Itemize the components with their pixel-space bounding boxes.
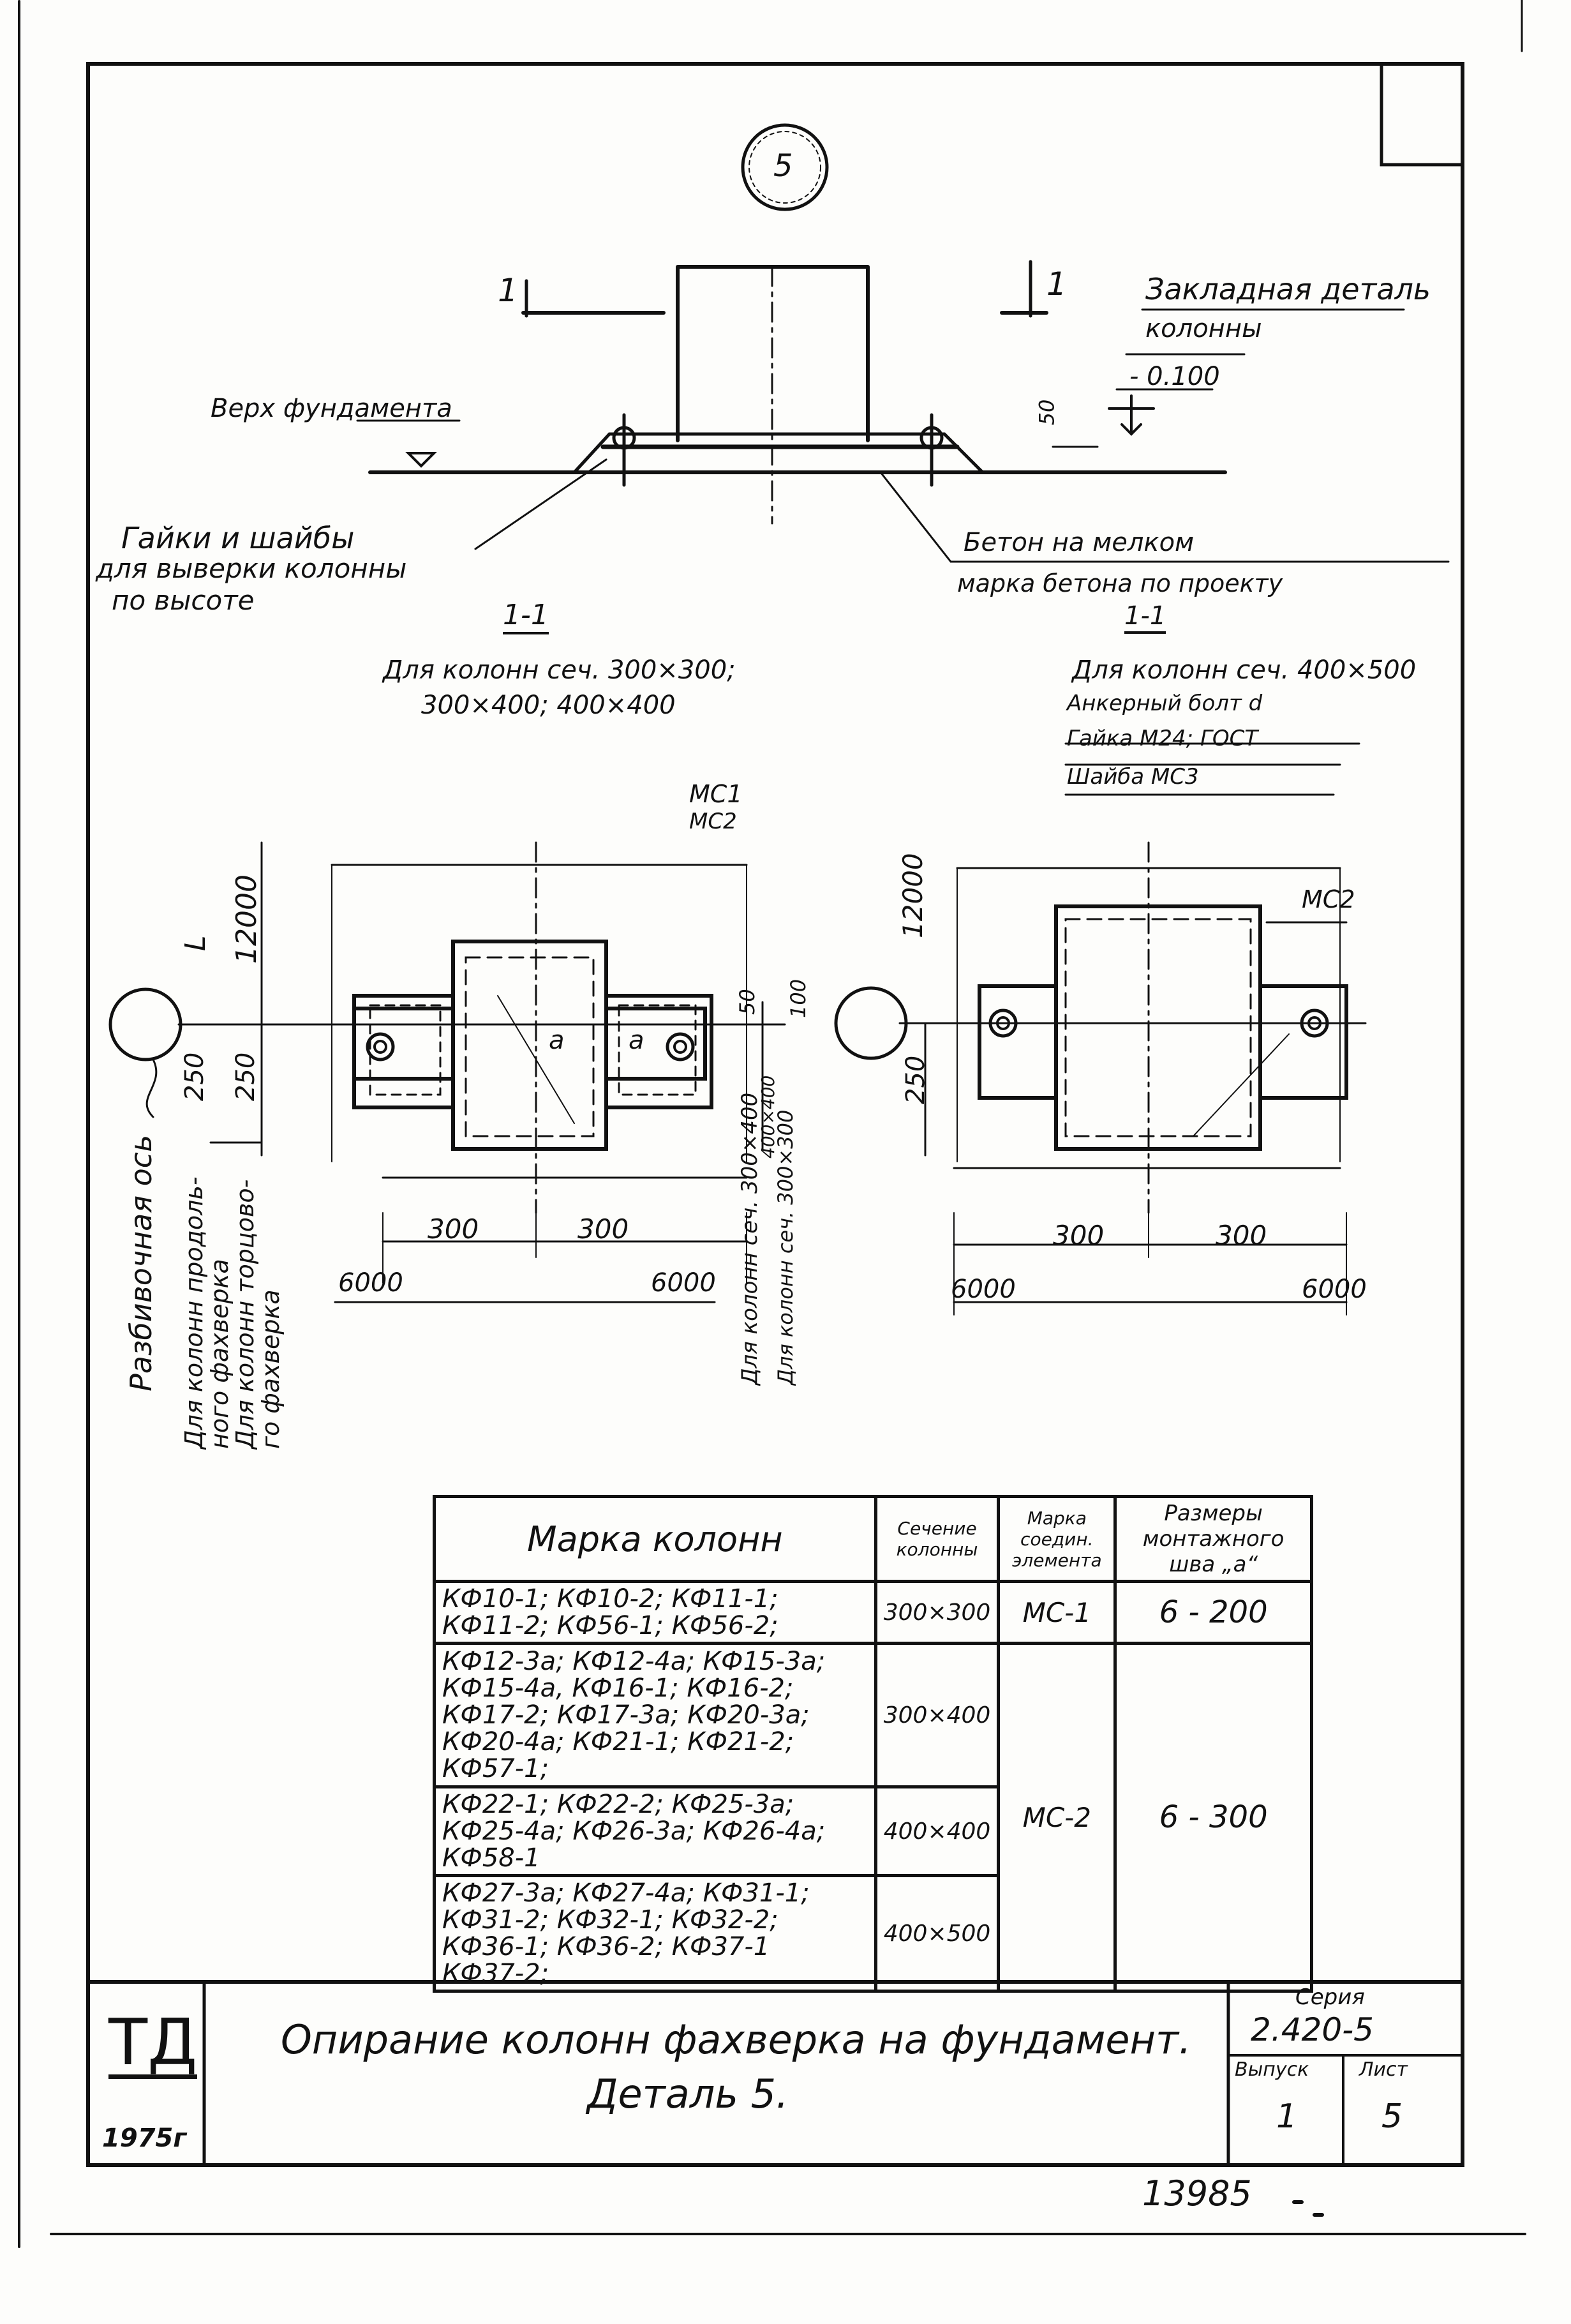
header-connector: Марка соедин. элемента [997,1495,1117,1583]
table-row: КФ27-3а; КФ27-4а; КФ31-1; КФ31-2; КФ32-1… [433,1874,1312,1993]
axis-note-1: Для колонн продоль- [180,1176,208,1449]
axis-label: Разбивочная ось [124,1134,158,1391]
row2-weld: 6 - 300 [1113,1642,1313,1993]
left-mc-bottom: МС2 [689,809,737,834]
left-section-label: 1-1 [503,601,549,634]
sheet-frame [86,62,1464,2167]
right-dim-300b: 300 [1216,1220,1267,1251]
left-caption-2: 300×400; 400×400 [421,691,676,720]
axis-note-4: го фахверка [257,1289,285,1449]
concrete-note-1: Бетон на мелком [964,528,1195,557]
row1-marks: КФ10-1; КФ10-2; КФ11-1; КФ11-2; КФ56-1; … [433,1580,877,1645]
left-dim-50: 50 [735,989,759,1015]
row3-section: 400×400 [874,1785,1001,1877]
row2-section: 300×400 [874,1642,1001,1788]
foundation-top-label: Верх фундамента [211,394,452,423]
right-caption: Для колонн сеч. 400×500 [1072,656,1417,685]
series-number: 2.420-5 [1251,2011,1374,2048]
left-dim-6000a: 6000 [338,1268,403,1298]
row1-connector: МС-1 [997,1580,1117,1645]
row2-marks: КФ12-3а; КФ12-4а; КФ15-3а; КФ15-4а, КФ16… [433,1642,877,1788]
left-plan-drawing [108,841,786,1303]
right-dim-6000a: 6000 [951,1275,1016,1304]
dim-50-elevation: 50 [1034,399,1059,426]
left-dim-12000: 12000 [230,874,263,964]
embedded-part-subtitle: колонны [1145,314,1262,343]
axis-circle-left [108,987,182,1061]
row4-marks: КФ27-3а; КФ27-4а; КФ31-1; КФ31-2; КФ32-1… [433,1874,877,1993]
left-dim-300b: 300 [577,1213,629,1245]
series-label: Серия [1295,1984,1365,2010]
right-dim-300a: 300 [1053,1220,1105,1251]
drawing-title-1: Опирание колонн фахверка на фундамент. [281,2016,1191,2063]
nuts-note-2: для выверки колонны [96,553,407,584]
left-label-a2: а [629,1026,644,1055]
right-mc: МС2 [1302,885,1355,913]
row1-weld: 6 - 200 [1113,1580,1313,1645]
level-mark: - 0.100 [1129,362,1220,391]
left-caption-1: Для колонн сеч. 300×300; [383,656,736,685]
axis-note-2: ного фахверка [205,1259,234,1449]
row1-section: 300×300 [874,1580,1001,1645]
left-dim-100: 100 [786,978,810,1018]
header-section: Сечение колонны [874,1495,1001,1583]
detail-circle [741,123,829,211]
row3-marks: КФ22-1; КФ22-2; КФ25-3а; КФ25-4а; КФ26-3… [433,1785,877,1877]
axis-note-3: Для колонн торцово- [231,1179,259,1449]
right-plan-drawing [834,742,1367,1316]
left-col-sec-alt: 400×400 [757,1075,778,1158]
header-weld: Размеры монтажного шва „а“ [1113,1495,1313,1583]
doc-number: 13985 [1142,2173,1252,2214]
header-mark: Марка колонн [433,1495,877,1583]
right-dim-6000b: 6000 [1302,1275,1367,1304]
sheet-number: 5 [1381,2097,1403,2136]
right-anchor-3: Шайба МС3 [1067,764,1199,790]
detail-number: 5 [773,148,793,184]
row2-connector: МС-2 [997,1642,1117,1993]
table-row: КФ22-1; КФ22-2; КФ25-3а; КФ25-4а; КФ26-3… [433,1785,1312,1877]
left-label-a1: а [549,1026,565,1055]
year: 1975г [102,2124,187,2153]
concrete-note-2: марка бетона по проекту [957,569,1283,597]
left-dim-300a: 300 [428,1213,479,1245]
right-dim-12000: 12000 [897,853,928,938]
left-dim-6000b: 6000 [651,1268,716,1298]
td-logo: ТД [108,2005,198,2080]
right-anchor-2: Гайка М24; ГОСТ [1067,726,1258,751]
drawing-title-2: Деталь 5. [587,2071,789,2117]
table-row: КФ10-1; КФ10-2; КФ11-1; КФ11-2; КФ56-1; … [433,1580,1313,1645]
left-dim-250b: 250 [231,1052,260,1101]
section-mark-left: 1 [498,272,518,309]
nuts-note-3: по высоте [112,585,255,616]
row4-section: 400×500 [874,1874,1001,1993]
right-section-label: 1-1 [1124,603,1166,634]
left-mc-top: МС1 [689,780,743,808]
section-mark-right: 1 [1046,266,1067,303]
left-dim-L: L [179,935,212,951]
right-anchor-1: Анкерный болт d [1067,691,1263,716]
issue-number: 1 [1276,2097,1298,2136]
table-row: КФ12-3а; КФ12-4а; КФ15-3а; КФ15-4а, КФ16… [433,1642,1313,1993]
right-dim-250: 250 [901,1055,930,1104]
embedded-part-title: Закладная деталь [1145,272,1431,306]
left-dim-250a: 250 [180,1052,209,1101]
sheet-label: Лист [1359,2058,1408,2081]
spec-table: Марка колонн Сечение колонны Марка соеди… [433,1495,1313,1993]
issue-label: Выпуск [1235,2058,1309,2081]
nuts-note-1: Гайки и шайбы [121,521,355,555]
axis-circle-right [834,986,908,1060]
